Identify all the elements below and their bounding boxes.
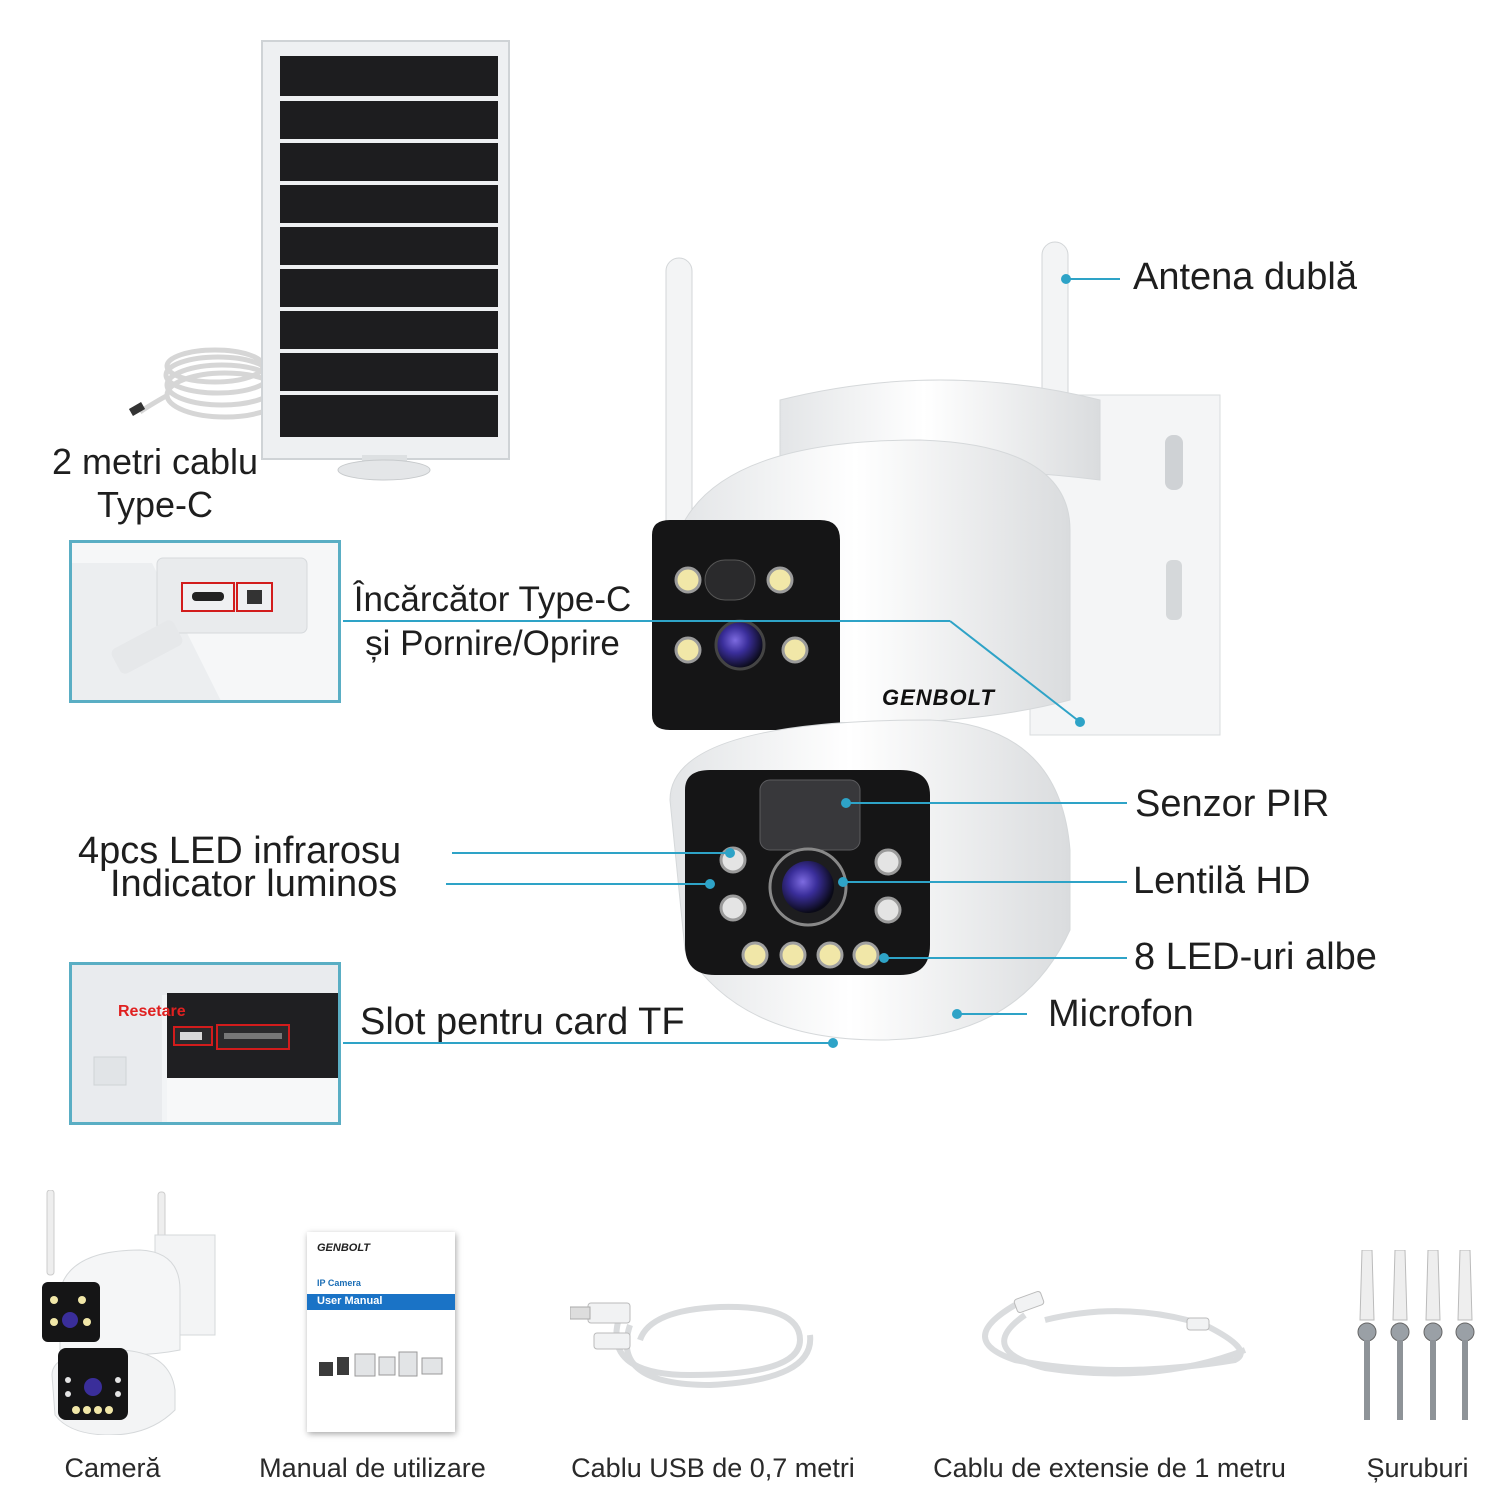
caption-usb-cable: Cablu USB de 0,7 metri	[571, 1453, 855, 1483]
camera-brand-logo: GENBOLT	[882, 685, 995, 710]
cable-line2: Type-C	[96, 484, 214, 526]
accessory-usb-cable	[570, 1285, 830, 1395]
tf-slot-label: Slot pentru card TF	[360, 1001, 685, 1043]
accessory-manual: GENBOLT IP Camera User Manual	[307, 1232, 455, 1432]
tf-slot-inset: Resetare	[69, 962, 341, 1125]
charger-line2: și Pornire/Oprire	[365, 623, 620, 663]
cable-length-label: 2 metri cablu Type-C	[30, 440, 280, 526]
white-leds-label: 8 LED-uri albe	[1134, 936, 1377, 978]
manual-title: User Manual	[317, 1295, 383, 1307]
pir-label: Senzor PIR	[1135, 783, 1330, 825]
reset-label: Resetare	[118, 1003, 186, 1020]
lens-label: Lentilă HD	[1133, 860, 1311, 902]
charger-label: Încărcător Type-C și Pornire/Oprire	[345, 578, 640, 666]
indicator-label: Indicator luminos	[110, 863, 398, 905]
manual-brand: GENBOLT	[317, 1242, 370, 1254]
caption-camera: Cameră	[64, 1453, 161, 1483]
caption-manual: Manual de utilizare	[259, 1453, 486, 1483]
cable-line1: 2 metri cablu	[51, 441, 259, 482]
ir-led-label: 4pcs LED infrarosu	[78, 830, 402, 872]
caption-extension-cable: Cablu de extensie de 1 metru	[933, 1453, 1286, 1483]
microphone-label: Microfon	[1048, 993, 1194, 1035]
charger-line1: Încărcător Type-C	[353, 580, 632, 619]
accessory-screws	[1350, 1250, 1480, 1425]
accessory-extension-cable	[955, 1280, 1265, 1390]
accessory-camera	[30, 1190, 230, 1435]
solar-panel	[0, 0, 560, 500]
manual-subtitle: IP Camera	[317, 1278, 361, 1288]
caption-screws: Șuruburi	[1366, 1453, 1469, 1483]
antenna-label: Antena dublă	[1133, 256, 1357, 298]
typec-port-inset	[69, 540, 341, 703]
